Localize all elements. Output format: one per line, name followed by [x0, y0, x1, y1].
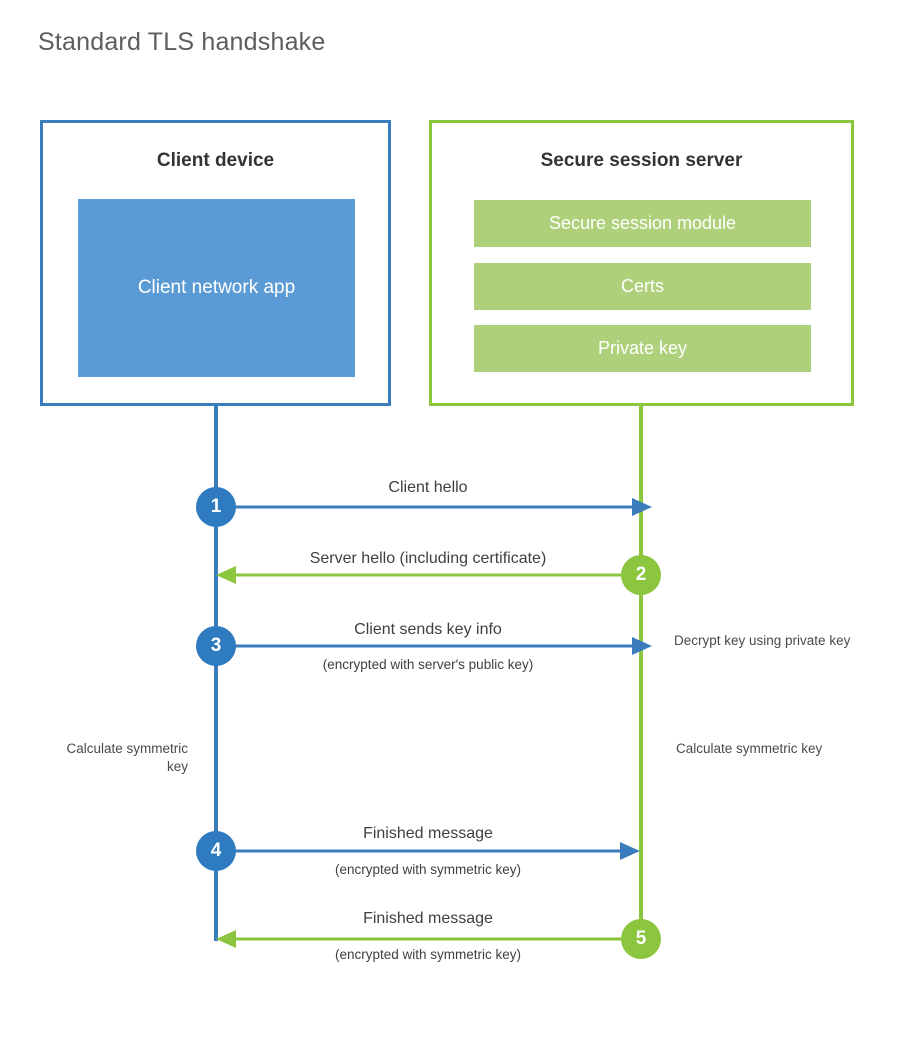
annotation-calculate-symmetric-key-client: Calculate symmetric key — [66, 741, 188, 774]
step-4-sublabel: (encrypted with symmetric key) — [334, 862, 522, 877]
secure-session-server-panel: Secure session server Secure session mod… — [429, 120, 854, 406]
server-lifeline — [639, 406, 643, 939]
step-3-label: Client sends key info — [354, 621, 502, 638]
arrow-step-3 — [216, 637, 652, 655]
step-1-label: Client hello — [388, 479, 468, 496]
page-title: Standard TLS handshake — [38, 28, 326, 56]
arrow-step-1 — [216, 498, 652, 516]
server-block-certs: Certs — [474, 263, 811, 310]
server-block-secure-session-module: Secure session module — [474, 200, 811, 247]
annotation-decrypt-key: Decrypt key using private key — [674, 633, 851, 648]
step-marker-4[interactable]: 4 — [196, 831, 236, 871]
client-device-title: Client device — [156, 150, 275, 171]
arrow-step-5 — [216, 930, 641, 948]
step-marker-3[interactable]: 3 — [196, 626, 236, 666]
arrow-step-4 — [216, 842, 640, 860]
arrow-step-2 — [216, 566, 641, 584]
step-3-sublabel: (encrypted with server's public key) — [322, 657, 534, 672]
step-2-label: Server hello (including certificate) — [309, 550, 547, 567]
secure-session-server-title: Secure session server — [540, 150, 743, 171]
step-5-label: Finished message — [363, 910, 493, 927]
client-device-panel: Client device Client network app — [40, 120, 391, 406]
step-5-sublabel: (encrypted with symmetric key) — [334, 947, 522, 962]
step-marker-2[interactable]: 2 — [621, 555, 661, 595]
step-4-label: Finished message — [363, 825, 493, 842]
client-lifeline — [214, 406, 218, 941]
step-marker-1[interactable]: 1 — [196, 487, 236, 527]
annotation-calculate-symmetric-key-server: Calculate symmetric key — [676, 741, 823, 756]
client-network-app-block: Client network app — [78, 199, 355, 377]
server-block-private-key: Private key — [474, 325, 811, 372]
step-marker-5[interactable]: 5 — [621, 919, 661, 959]
